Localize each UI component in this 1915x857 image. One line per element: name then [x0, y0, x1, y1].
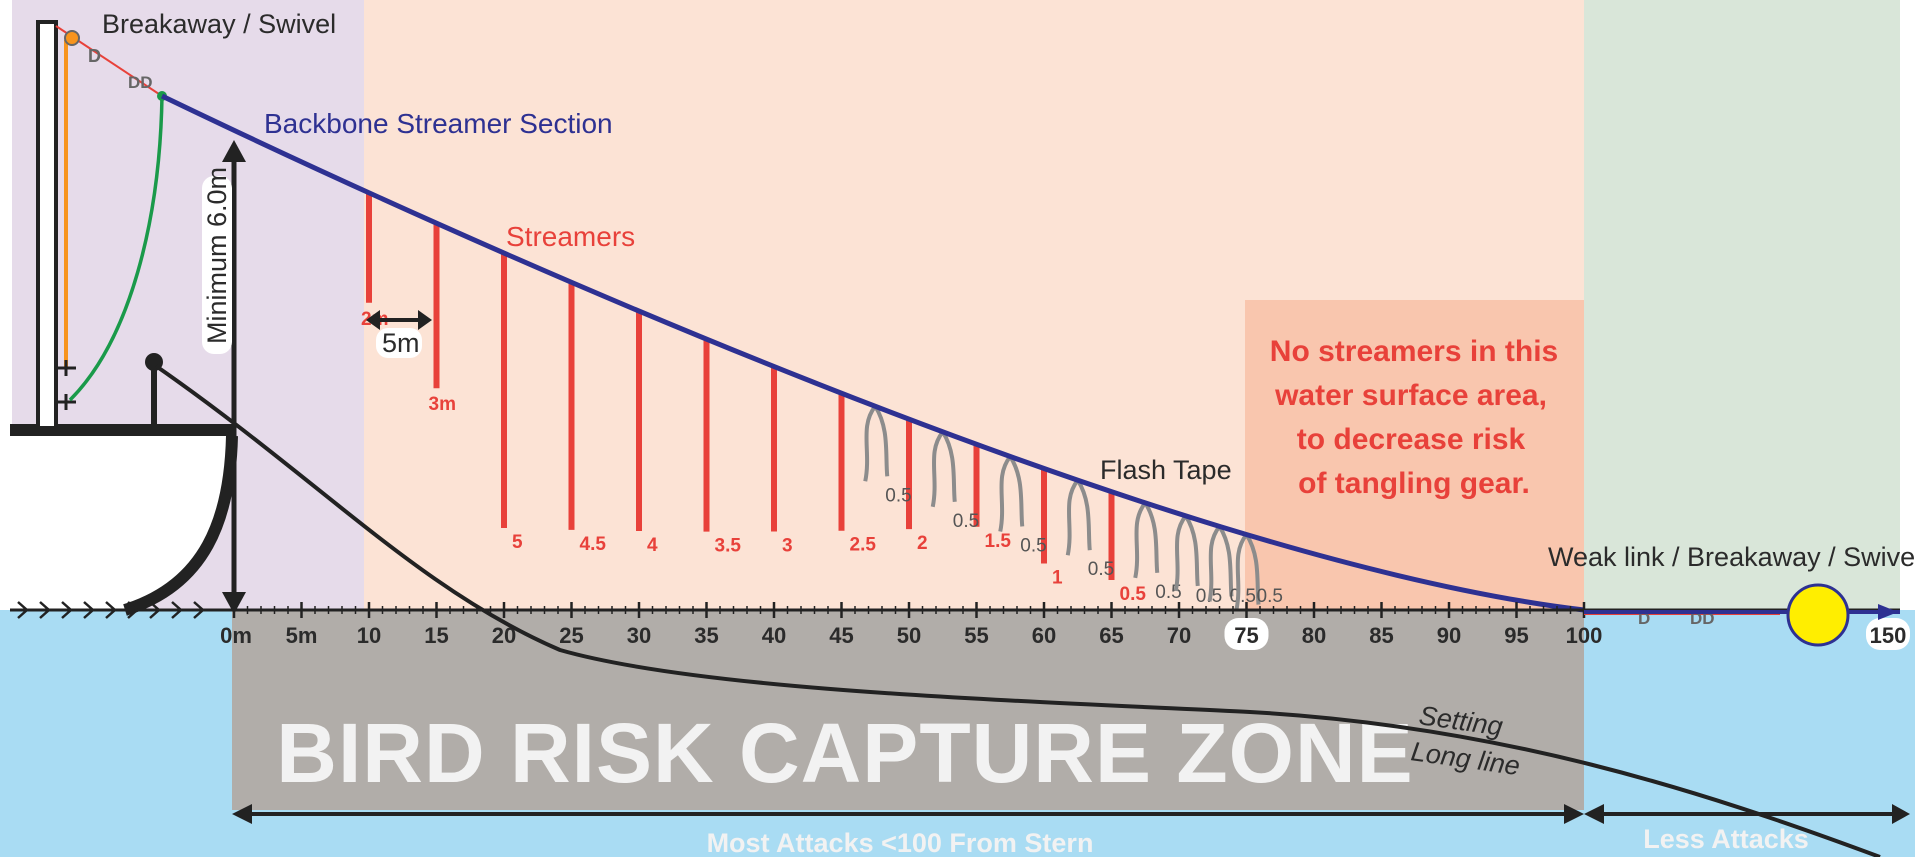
- less-attacks-label: Less Attacks: [1643, 824, 1809, 854]
- waterline-chevron: [39, 601, 51, 619]
- axis-tick-label: 15: [424, 623, 448, 648]
- streamers-label: Streamers: [506, 221, 635, 252]
- flash-tape-length-label: 0.5: [1230, 586, 1256, 607]
- flash-tape-3: [998, 455, 1025, 532]
- note-line-4: of tangling gear.: [1298, 467, 1530, 500]
- streamer-length-label: 1.5: [985, 531, 1012, 552]
- flash-tape-length-label: 0.5: [885, 485, 911, 506]
- waterline-chevron: [127, 601, 139, 619]
- flash-tape-5: [1133, 501, 1160, 579]
- tori-pole: [36, 20, 58, 430]
- flash-tape-6: [1173, 514, 1200, 592]
- streamer-length-label: 3.5: [715, 536, 742, 557]
- streamers: 2m3m54.543.532.521.510.5: [361, 192, 1147, 605]
- axis-tick-badge: [1866, 618, 1910, 650]
- axis-tick-badge: [1224, 618, 1269, 650]
- axis-tick-label: 85: [1369, 623, 1393, 648]
- flash-tape-label: Flash Tape: [1100, 455, 1232, 485]
- note-line-2: water surface area,: [1274, 379, 1547, 412]
- axis-tick-label: 80: [1302, 623, 1326, 648]
- no-streamer-note: No streamers in this water surface area,…: [1270, 335, 1558, 500]
- flash-tape-length-label: 0.5: [953, 511, 979, 532]
- streamer-length-label: 2: [917, 533, 928, 554]
- axis-tick-label: 100: [1566, 623, 1603, 648]
- axis-tick-label: 60: [1032, 623, 1056, 648]
- axis-tick-label: 35: [694, 623, 718, 648]
- flash-tape-2: [930, 430, 957, 508]
- waterline-chevron: [83, 601, 95, 619]
- waterline-chevron: [61, 601, 73, 619]
- far-zone-band: [1584, 0, 1900, 610]
- axis-tick-label: 55: [964, 623, 988, 648]
- capture-zone-title: BIRD RISK CAPTURE ZONE: [276, 706, 1413, 800]
- waterline-chevron: [193, 601, 205, 619]
- axis-tick-label: 50: [897, 623, 921, 648]
- waterline-chevron: [17, 601, 29, 619]
- note-line-1: No streamers in this: [1270, 335, 1558, 368]
- waterline-chevrons: [17, 601, 205, 619]
- note-line-3: to decrease risk: [1297, 423, 1526, 456]
- waterline-chevron: [105, 601, 117, 619]
- streamer-length-label: 4.5: [580, 534, 607, 555]
- axis-tick-label: 0m: [220, 623, 252, 648]
- streamer-length-label: 3m: [429, 394, 456, 415]
- axis-tick-label: 65: [1099, 623, 1123, 648]
- spacing-label: 5m: [382, 328, 420, 358]
- streamer-length-label: 4: [647, 535, 658, 556]
- axis-tick-label: 40: [762, 623, 786, 648]
- streamer-length-label: 0.5: [1120, 584, 1147, 605]
- axis-tick-label: 30: [627, 623, 651, 648]
- streamer-length-label: 2.5: [850, 535, 877, 556]
- axis-tick-label: 90: [1437, 623, 1461, 648]
- spacing-arrow: [366, 310, 432, 358]
- backbone-label: Backbone Streamer Section: [264, 108, 613, 139]
- less-attacks-arrow: [1584, 804, 1910, 824]
- flash-tape-8: [1234, 533, 1261, 610]
- no-streamer-zone-band: [1245, 300, 1584, 610]
- most-attacks-arrow: [232, 804, 1584, 824]
- axis-tick-label: 150: [1870, 623, 1907, 648]
- waterline-chevron: [149, 601, 161, 619]
- svg-text:D: D: [88, 46, 101, 66]
- flash-tape-1: [863, 405, 890, 482]
- flash-tape-4: [1065, 478, 1092, 556]
- svg-text:DD: DD: [128, 73, 153, 92]
- axis-tick-label: 25: [559, 623, 583, 648]
- streamer-length-label: 3: [782, 536, 793, 557]
- flash-tape-length-label: 0.5: [1257, 586, 1283, 607]
- setting-longline: [154, 364, 1881, 857]
- axis-tick-label: 10: [357, 623, 381, 648]
- most-attacks-label: Most Attacks <100 From Stern: [707, 828, 1094, 857]
- axis-tick-label: 95: [1504, 623, 1528, 648]
- axis-tick-label: 5m: [286, 623, 318, 648]
- vessel-stern: D DD: [10, 20, 238, 616]
- waterline-chevron: [171, 601, 183, 619]
- flash-tape-7: [1207, 525, 1234, 602]
- flash-tape-length-label: 0.5: [1088, 559, 1114, 580]
- axis-tick-label: 70: [1167, 623, 1191, 648]
- minimum-height-label: Minimum 6.0m: [202, 167, 232, 344]
- streamer-length-label: 1: [1052, 567, 1063, 588]
- backbone-line: [160, 93, 1585, 613]
- streamer-length-label: 5: [512, 532, 523, 553]
- buoy: [1786, 583, 1850, 647]
- weak-link-label: Weak link / Breakaway / Swivel: [1548, 542, 1915, 572]
- breakaway-swivel-label: Breakaway / Swivel: [102, 9, 336, 39]
- minimum-height-arrow: [202, 140, 246, 614]
- axis-tick-label: 45: [829, 623, 853, 648]
- capture-zone-band: [232, 610, 1584, 810]
- flash-tape-length-label: 0.5: [1020, 535, 1046, 556]
- axis-tick-label: 75: [1234, 623, 1258, 648]
